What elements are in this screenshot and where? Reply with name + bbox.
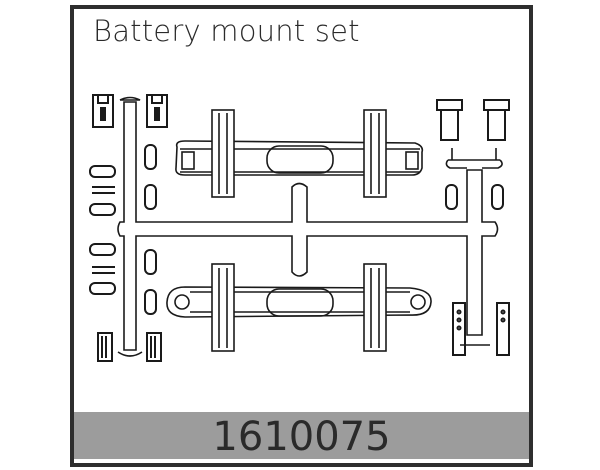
product-title: Battery mount set: [93, 14, 360, 48]
footer-bar: [74, 412, 529, 459]
small-clips: [89, 94, 510, 362]
sprue-runner: [117, 96, 503, 357]
upper-battery-strap: [175, 109, 424, 198]
part-number: 1610075: [212, 414, 391, 460]
lower-battery-strap: [166, 263, 432, 352]
